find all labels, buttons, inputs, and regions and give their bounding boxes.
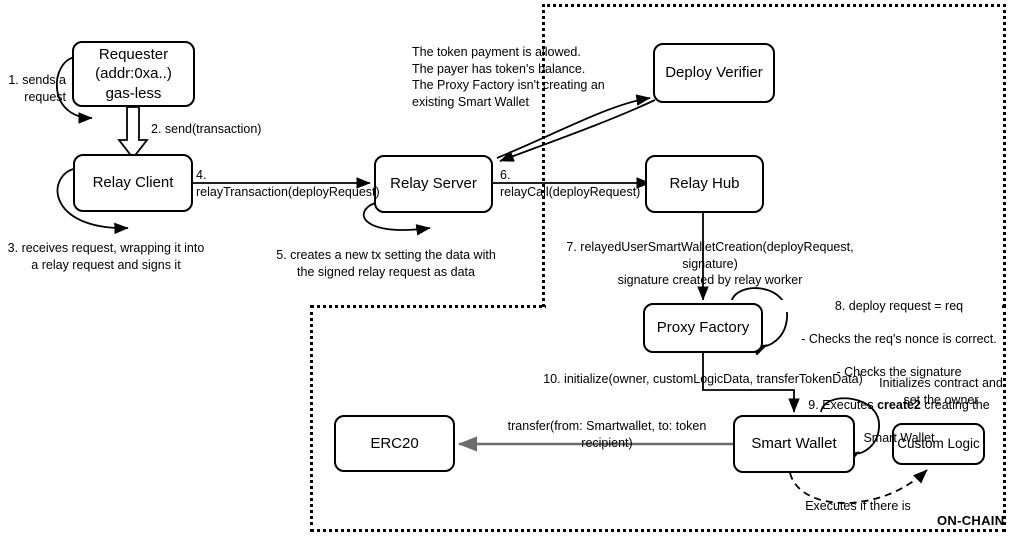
label-step-7: 7. relayedUserSmartWalletCreation(deploy… (566, 240, 854, 287)
node-custom-logic[interactable]: Custom Logic (892, 423, 985, 465)
node-erc20-label: ERC20 (370, 434, 419, 452)
node-deploy-verifier-label: Deploy Verifier (665, 64, 763, 82)
label-step-8-9: 8. deploy request = req - Checks the req… (790, 281, 1008, 463)
label-step-2: 2. send(transaction) (151, 122, 262, 136)
label-step-1: 1. sends a request (8, 73, 66, 104)
label-step-4: 4. relayTransaction(deployRequest) (196, 168, 380, 199)
label-step-8-line2: - Checks the req's nonce is correct. (801, 331, 997, 346)
node-relay-hub-label: Relay Hub (669, 175, 740, 193)
node-requester-line3: gas-less (105, 84, 162, 102)
label-executes-note: Executes if there is (805, 499, 911, 513)
label-step-8-line1: 8. deploy request = req (834, 298, 964, 313)
label-custom-logic-note: Initializes contract and set the owner (879, 376, 1003, 407)
node-relay-server-label: Relay Server (390, 175, 477, 193)
node-requester-line2: (addr:0xa..) (95, 65, 172, 83)
node-requester[interactable]: Requester (addr:0xa..) gas-less (72, 41, 195, 107)
label-deploy-verifier-note: The token payment is allowed. The payer … (412, 45, 605, 109)
node-relay-client[interactable]: Relay Client (73, 154, 193, 212)
label-transfer: transfer(from: Smartwallet, to: token re… (507, 419, 707, 450)
label-step-9-post: creating the (920, 397, 990, 412)
label-step-5: 5. creates a new tx setting the data wit… (276, 248, 496, 279)
node-smart-wallet[interactable]: Smart Wallet (733, 415, 855, 473)
node-smart-wallet-label: Smart Wallet (751, 435, 837, 453)
label-step-10: 10. initialize(owner, customLogicData, t… (543, 372, 863, 386)
label-step-9-line2: Smart Wallet (863, 430, 935, 445)
label-step-6: 6. relayCall(deployRequest) (500, 168, 641, 199)
node-deploy-verifier[interactable]: Deploy Verifier (653, 43, 775, 103)
node-requester-line1: Requester (98, 46, 169, 64)
label-step-9-create2: create2 (877, 397, 921, 412)
node-erc20[interactable]: ERC20 (334, 415, 455, 472)
node-proxy-factory[interactable]: Proxy Factory (643, 303, 763, 353)
label-step-8-line3: - Checks the signature (836, 364, 962, 379)
node-proxy-factory-label: Proxy Factory (656, 319, 750, 337)
node-relay-server[interactable]: Relay Server (374, 155, 493, 213)
zone-label-onchain: ON-CHAIN (937, 513, 1005, 528)
node-relay-client-label: Relay Client (92, 174, 174, 192)
label-step-9-pre: 9. Executes (808, 397, 878, 412)
node-custom-logic-label: Custom Logic (897, 436, 980, 452)
label-step-3: 3. receives request, wrapping it into a … (7, 241, 205, 272)
label-step-9-line1: 9. Executes create2 creating the (790, 397, 1008, 414)
node-relay-hub[interactable]: Relay Hub (645, 155, 764, 213)
